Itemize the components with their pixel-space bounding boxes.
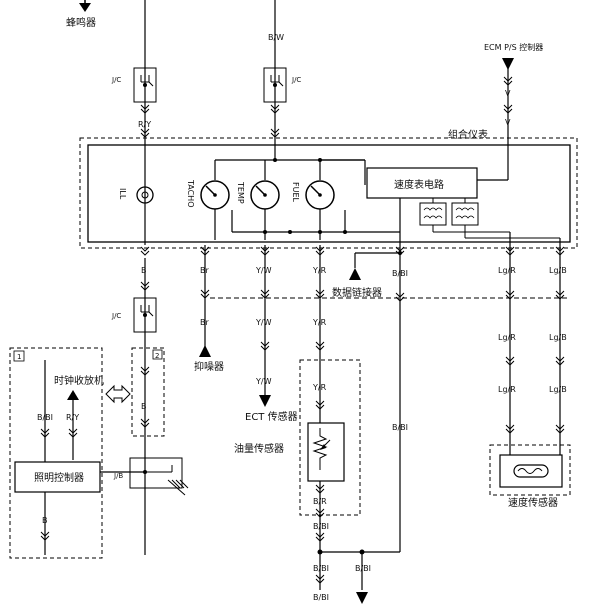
speedo-coils [419,198,479,226]
jb-label: J/B [113,472,123,480]
wire-label-yw-3: Y/W [255,377,272,386]
wire-label-ry-2: R/Y [66,413,79,422]
buzzer-label: 蜂鸣器 [66,16,96,29]
junction-connector-2 [263,67,287,103]
tacho-label: TACHO [186,179,195,208]
ground-arrow [356,592,368,604]
ill-label: ILL [118,188,127,200]
wire-label-b1: B [141,266,147,275]
cluster-outer-box [79,137,578,249]
wire-label-brr: B/R [313,497,327,506]
wire-label-yr-1: Y/R [312,266,327,275]
jc-label-1: J/C [111,76,121,84]
wire-label-yr-3: Y/R [312,383,327,392]
junction-connector-1 [133,67,157,103]
wire-label-bbi-2: B/BI [313,522,329,531]
temp-gauge [250,180,280,210]
fuel-sensor-dashed-box [299,359,361,516]
cluster-inner-box [87,144,571,243]
wire-label-b3: B [42,516,48,525]
jc-label-3: J/C [111,312,121,320]
jc-label-2: J/C [291,76,301,84]
wire-label-yw-2: Y/W [255,318,272,327]
dashed-box-1 [9,347,103,559]
suppressor-label: 抑噪器 [194,361,224,373]
lighting-controller-label: 照明控制器 [34,471,84,484]
speedo-circuit-box [366,167,478,199]
speed-sensor-box [499,454,563,488]
wire-label-bbi-4: B/BI [313,593,329,602]
tacho-gauge [200,180,230,210]
junction-connector-3 [133,297,157,333]
temp-label: TEMP [236,181,245,204]
wire-label-bbi-5: B/BI [355,564,371,573]
wire-label-ry: R/Y [138,120,151,129]
wire-label-bw: B/W [268,33,284,42]
wire-label-lgr-2: Lg/R [498,333,516,342]
lighting-controller-box [14,461,101,493]
ect-arrow [259,395,271,407]
clock-radio-arrow [67,390,79,400]
fuel-sensor-label: 油量传感器 [234,442,284,455]
wire-label-bbi-3: B/BI [313,564,329,573]
wire-label-lgb-3: Lg/B [549,385,567,394]
double-arrow-icon [105,384,131,404]
wire-label-b2: B [141,402,147,411]
dlc-arrow [349,268,361,280]
speed-sensor-dashed-box [489,444,571,496]
fuel-gauge [305,180,335,210]
box-2-label: 2 [155,352,159,360]
buzzer-arrow [79,0,91,12]
wire-label-bbi-1: B/BI [37,413,53,422]
cluster-label: 组合仪表 [448,128,488,141]
dlc-label: 数据链接器 [332,286,382,299]
wire-label-br-1: Br [200,266,209,275]
wire-label-yr-2: Y/R [312,318,327,327]
clock-radio-label: 时钟收放机 [54,374,104,387]
dashed-box-2 [131,347,165,437]
speedo-circuit-label: 速度表电路 [394,178,444,191]
wire-label-v1: V [505,89,511,98]
wire-label-v2: V [505,118,511,127]
wire-label-bbi-7: B/BI [392,423,408,432]
wire-label-lgr-3: Lg/R [498,385,516,394]
wire-label-lgb-2: Lg/B [549,333,567,342]
wire-label-yw-1: Y/W [255,266,272,275]
wire-label-br-2: Br [200,318,209,327]
ect-label: ECT 传感器 [245,410,298,423]
wire-label-lgb-1: Lg/B [549,266,567,275]
junction-block [129,457,189,496]
box-1-label: 1 [17,353,21,361]
ecm-label: ECM P/S 控制器 [484,42,543,52]
wire-label-bbi-6: B/BI [392,269,408,278]
speed-sensor-label: 速度传感器 [508,496,558,509]
suppressor-arrow [199,345,211,357]
wire-label-lgr-1: Lg/R [498,266,516,275]
ill-lamp [136,186,154,204]
fuel-sensor-box [307,422,345,482]
fuel-label: FUEL [291,182,300,203]
